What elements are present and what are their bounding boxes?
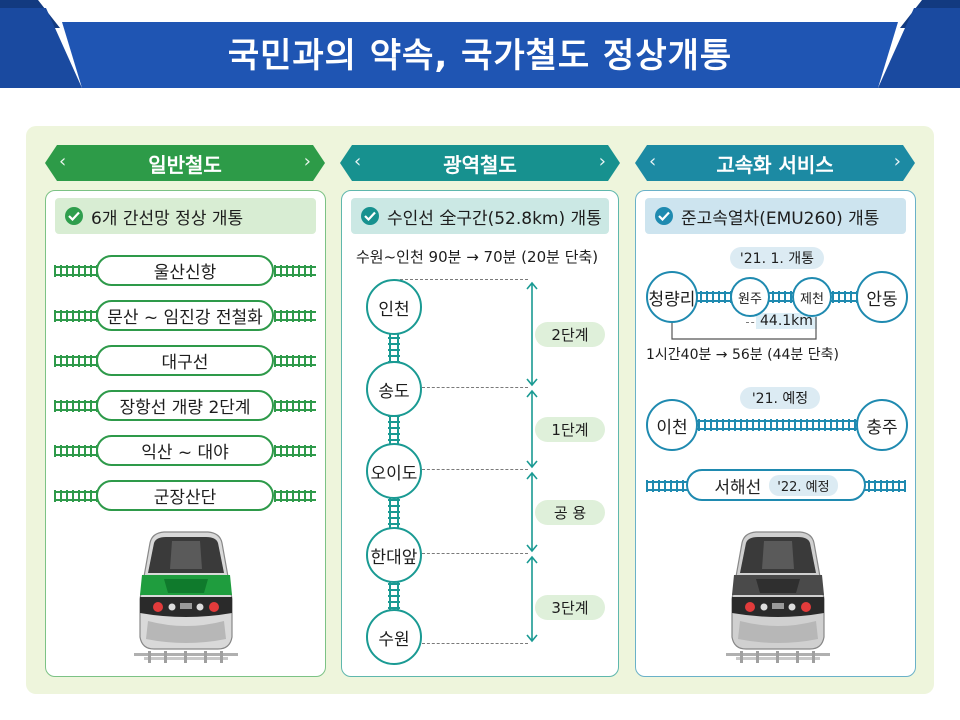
station-chungju: 충주 [856,399,908,451]
general-rail-summary-text: 6개 간선망 정상 개통 [91,208,244,229]
rail-track-right [274,310,316,322]
suin-time-note: 수원~인천 90분 → 70분 (20분 단축) [356,248,599,266]
rail-line-item: 군장산단 [96,480,274,511]
route1-date: '21. 1. 개통 [730,247,824,269]
stage-guide-line [422,387,528,388]
chevron-left-icon: ‹ [354,151,362,172]
station-suwon: 수원 [366,609,422,665]
route2-track [686,419,876,431]
route3-pill: 서해선 '22. 예정 [686,469,866,501]
route1-track [676,291,876,303]
metro-rail-summary: 수인선 全구간(52.8km) 개통 [351,198,609,234]
station-cheongnyangni: 청량리 [646,271,698,323]
page-title: 국민과의 약속, 국가철도 정상개통 [227,36,733,76]
general-rail-header: ‹ 일반철도 › [45,145,325,181]
rail-line-item: 익산 ~ 대야 [96,435,274,466]
highspeed-summary: 준고속열차(EMU260) 개통 [645,198,906,234]
stage-guide-line [400,279,528,280]
stage-range-arrow [526,471,538,553]
rail-track-right [274,265,316,277]
rail-line-item: 장항선 개량 2단계 [96,390,274,421]
station-incheon: 인천 [366,279,422,335]
chevron-right-icon: › [303,151,311,172]
chevron-left-icon: ‹ [59,151,67,172]
chevron-right-icon: › [598,151,606,172]
highspeed-title: 고속화 서비스 [716,152,834,177]
stage-range-arrow [526,555,538,643]
general-rail-title: 일반철도 [148,152,222,177]
general-rail-summary: 6개 간선망 정상 개통 [55,198,316,234]
metro-rail-title: 광역철도 [443,152,517,177]
station-icheon: 이천 [646,399,698,451]
station-andong: 안동 [856,271,908,323]
rail-track-right [274,355,316,367]
route1-time-note: 1시간40분 → 56분 (44분 단축) [646,347,839,363]
grey-train-illustration [726,531,830,663]
rail-track-left [54,310,98,322]
rail-track-left [54,445,98,457]
station-wonju: 원주 [730,277,770,317]
check-icon [361,207,379,225]
metro-rail-header: ‹ 광역철도 › [340,145,620,181]
rail-track-left [54,355,98,367]
stage-label: 3단계 [535,595,605,620]
banner-shape [0,0,960,96]
rail-track-left [54,400,98,412]
rail-track-right [274,400,316,412]
stage-label: 공 용 [535,500,605,525]
rail-track-left [54,265,98,277]
route2-date: '21. 예정 [740,387,820,409]
stage-guide-line [422,553,528,554]
route3-name: 서해선 [714,477,762,498]
route1-bracket [671,317,817,340]
stage-guide-line [422,469,528,470]
stage-range-arrow [526,281,538,387]
station-songdo: 송도 [366,361,422,417]
highspeed-header: ‹ 고속화 서비스 › [635,145,915,181]
station-handaeap: 한대앞 [366,527,422,583]
title-banner: 국민과의 약속, 국가철도 정상개통 [0,0,960,96]
check-icon [65,207,83,225]
metro-rail-summary-text: 수인선 全구간(52.8km) 개통 [387,208,602,229]
rail-line-item: 문산 ~ 임진강 전철화 [96,300,274,331]
station-oido: 오이도 [366,443,422,499]
rail-track-right [274,445,316,457]
route3-date: '22. 예정 [769,474,838,496]
metro-rail-panel: 수인선 全구간(52.8km) 개통 수원~인천 90분 → 70분 (20분 … [341,190,619,677]
stage-range-arrow [526,389,538,469]
stage-guide-line [422,643,528,644]
stage-label: 2단계 [535,322,605,347]
route1-distance: 44.1km [756,313,817,329]
station-jecheon: 제천 [792,277,832,317]
check-icon [655,207,673,225]
stage-label: 1단계 [535,417,605,442]
chevron-right-icon: › [893,151,901,172]
rail-line-item: 울산신항 [96,255,274,286]
rail-track-left [54,490,98,502]
green-train-illustration [134,531,238,663]
highspeed-summary-text: 준고속열차(EMU260) 개통 [681,208,880,229]
chevron-left-icon: ‹ [649,151,657,172]
rail-line-item: 대구선 [96,345,274,376]
rail-track-right [274,490,316,502]
highspeed-panel: 준고속열차(EMU260) 개통 '21. 1. 개통 청량리 원주 제천 안동… [635,190,916,677]
